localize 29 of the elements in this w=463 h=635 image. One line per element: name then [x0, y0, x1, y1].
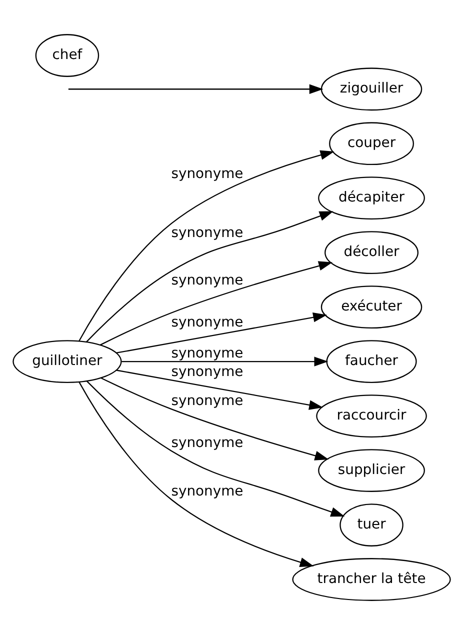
arrow — [86, 211, 334, 342]
arrow — [86, 380, 345, 517]
node-ellipse: chef — [35, 34, 100, 77]
edge-label: synonyme — [171, 272, 244, 289]
edge-label: synonyme — [171, 393, 244, 410]
arrow — [78, 382, 314, 567]
edge-label: synonyme — [171, 225, 244, 242]
arrow — [116, 312, 328, 354]
node-ellipse: faucher — [326, 340, 417, 383]
arrow — [122, 356, 328, 366]
edge-label: synonyme — [171, 166, 244, 182]
node-ellipse: raccourcir — [316, 394, 427, 438]
arrow — [68, 84, 324, 94]
edge-label: synonyme — [171, 314, 244, 330]
node-ellipse: décoller — [324, 231, 418, 274]
node-ellipse: couper — [329, 122, 414, 166]
edge-label: synonyme — [171, 346, 244, 362]
edge-label: synonyme — [171, 484, 244, 500]
edge-label: synonyme — [171, 434, 244, 451]
arrow — [100, 261, 333, 346]
arrow — [116, 370, 324, 410]
node-ellipse: supplicier — [318, 449, 425, 492]
node-ellipse: exécuter — [320, 286, 422, 329]
arrow — [78, 150, 334, 342]
edge-label: synonyme — [171, 364, 244, 380]
node-ellipse: guillotiner — [12, 340, 122, 383]
node-ellipse: tuer — [340, 504, 404, 546]
arrow — [101, 378, 329, 460]
node-ellipse: zigouiller — [320, 68, 422, 111]
